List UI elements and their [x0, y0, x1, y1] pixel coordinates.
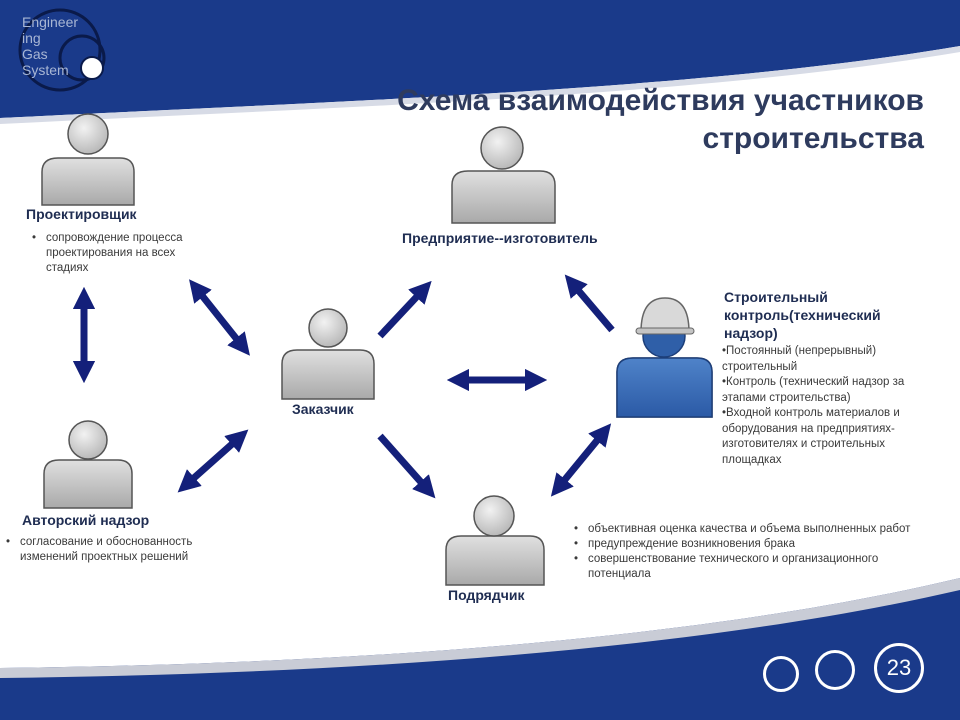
person-designer-icon [41, 113, 135, 206]
title-line-1: Схема взаимодействия участников [397, 84, 924, 117]
person-customer-icon [281, 308, 375, 400]
author-supervision-bullets: согласование и обоснованность изменений … [4, 535, 204, 565]
logo-icon [18, 8, 106, 92]
logo-text: Engineer ing Gas System [22, 14, 92, 78]
person-author-supervision-icon [43, 420, 133, 509]
decor-circle-medium [815, 650, 855, 690]
author-supervision-label: Авторский надзор [22, 512, 150, 528]
person-supervisor-icon [616, 297, 713, 418]
arrow-designer-customer [189, 279, 250, 356]
manufacturer-label: Предприятие--изготовитель [402, 230, 598, 246]
technical-supervision-label: Строительный контроль(технический надзор… [724, 288, 881, 342]
technical-supervision-label-line: контроль(технический [724, 307, 881, 323]
title-line-2: строительства [702, 122, 924, 155]
technical-supervision-label-line: надзор) [724, 325, 778, 341]
arrow-customer-contractor [377, 433, 436, 499]
person-manufacturer-icon [451, 126, 556, 224]
arrow-customer-manufacturer [377, 280, 432, 339]
author-supervision-bullet: согласование и обоснованность изменений … [4, 535, 204, 565]
designer-label: Проектировщик [26, 206, 137, 222]
technical-supervision-items: •Постоянный (непрерывный) строительный •… [722, 344, 940, 468]
page-number: 23 [874, 643, 924, 693]
technical-supervision-item: •Контроль (технический надзор за этапами… [722, 376, 905, 404]
arrow-author-customer [177, 429, 249, 493]
contractor-label: Подрядчик [448, 587, 525, 603]
technical-supervision-item: •Входной контроль материалов и оборудова… [722, 407, 900, 466]
designer-bullets: сопровождение процесса проектирования на… [30, 231, 220, 276]
arrow-supervisor-manufacturer [564, 274, 615, 333]
designer-bullet: сопровождение процесса проектирования на… [30, 231, 220, 276]
logo-line: Gas [22, 46, 48, 62]
page-title: Схема взаимодействия участников строител… [324, 82, 924, 158]
person-contractor-icon [445, 495, 545, 586]
technical-supervision-item: •Постоянный (непрерывный) строительный [722, 345, 877, 373]
contractor-bullet: совершенствование технического и организ… [572, 552, 932, 582]
customer-label: Заказчик [292, 401, 354, 417]
logo-line: System [22, 62, 69, 78]
logo-line: ing [22, 30, 41, 46]
contractor-bullets: объективная оценка качества и объема вып… [572, 522, 932, 582]
contractor-bullet: объективная оценка качества и объема вып… [572, 522, 932, 537]
arrow-supervisor-contractor [550, 423, 612, 497]
contractor-bullet: предупреждение возникновения брака [572, 537, 932, 552]
decor-circle-small [763, 656, 799, 692]
technical-supervision-label-line: Строительный [724, 289, 828, 305]
logo-line: Engineer [22, 14, 79, 30]
